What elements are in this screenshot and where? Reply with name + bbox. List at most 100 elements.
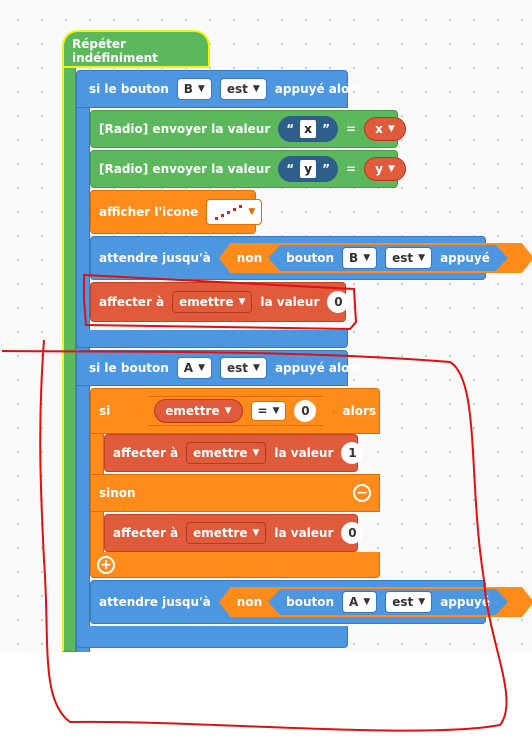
chevron-down-icon: ▼ — [363, 253, 371, 263]
wait-a-label: attendre jusqu'à — [99, 595, 211, 609]
forever-hat-block[interactable]: Répéter indéfiniment — [62, 30, 210, 68]
if-a-footer — [76, 626, 348, 648]
remove-else-minus-icon[interactable]: − — [353, 484, 371, 502]
chevron-down-icon: ▼ — [248, 207, 256, 217]
if-a-arm — [76, 384, 90, 652]
set1-label: affecter à — [113, 446, 179, 460]
set-emettre-0-block-2[interactable]: affecter à emettre ▼ la valeur 0 — [104, 514, 364, 552]
inner-if-label: si — [99, 404, 111, 418]
set0-value-input[interactable]: 0 — [341, 522, 364, 544]
radio-x-label: [Radio] envoyer la valeur — [99, 122, 271, 136]
chevron-down-icon: ▼ — [198, 363, 205, 373]
chevron-down-icon: ▼ — [363, 597, 371, 607]
var-y-dropdown[interactable]: y ▼ — [364, 157, 406, 181]
chevron-down-icon: ▼ — [252, 84, 260, 94]
value-label: la valeur — [260, 295, 320, 309]
then-a-label: appuyé alors — [274, 361, 363, 375]
string-x-value[interactable]: x — [300, 120, 317, 138]
not-b-label: non — [236, 251, 263, 265]
then-b-label: appuyé alors — [274, 82, 363, 96]
inner-if-arm — [90, 432, 104, 478]
string-y-input[interactable]: “ y ” — [278, 156, 339, 182]
compare-value-input[interactable]: 0 — [294, 400, 316, 422]
state-dropdown[interactable]: est ▼ — [219, 78, 267, 100]
string-x-input[interactable]: “ x ” — [278, 116, 339, 142]
add-else-plus-icon[interactable]: + — [97, 555, 115, 574]
wait-b-label: attendre jusqu'à — [99, 251, 211, 265]
else-label: sinon — [99, 486, 136, 500]
if-button-b-block[interactable]: si le bouton B ▼ est ▼ appuyé alors — [76, 70, 362, 108]
quote-open-icon: “ — [286, 122, 295, 136]
led-icon-dropdown[interactable]: ▼ — [206, 199, 263, 225]
equals-label: = — [346, 162, 357, 176]
chevron-down-icon: ▼ — [252, 528, 260, 538]
wait-state-b-dropdown[interactable]: est ▼ — [385, 247, 432, 269]
chevron-down-icon: ▼ — [253, 363, 260, 373]
show-icon-block[interactable]: afficher l'icone ▼ — [90, 190, 263, 234]
quote-close-icon: ” — [322, 162, 331, 176]
var-x-dropdown[interactable]: x ▼ — [364, 117, 406, 141]
inner-else-arm — [90, 510, 104, 554]
forever-arm — [62, 66, 76, 652]
workspace-canvas[interactable]: Répéter indéfiniment si le bouton B ▼ es… — [0, 0, 532, 652]
wait-button-b-dropdown[interactable]: B ▼ — [342, 247, 377, 269]
set0-var-dropdown[interactable]: emettre ▼ — [186, 522, 267, 544]
emettre-var-dropdown[interactable]: emettre ▼ — [172, 291, 253, 313]
inner-then-label: alors — [342, 404, 376, 418]
button-word-a-label: bouton — [286, 595, 335, 609]
button-word-label: bouton — [286, 251, 335, 265]
set0-value-label: la valeur — [274, 526, 334, 540]
string-y-value[interactable]: y — [300, 160, 317, 178]
button-b-dropdown[interactable]: B ▼ — [176, 78, 212, 100]
operator-dropdown[interactable]: = ▼ — [251, 401, 287, 421]
forever-label: Répéter indéfiniment — [72, 37, 158, 65]
quote-close-icon: ” — [322, 122, 331, 136]
chevron-down-icon: ▼ — [418, 253, 426, 263]
if-b-footer — [76, 330, 348, 348]
wait-state-a-dropdown[interactable]: est ▼ — [385, 591, 432, 613]
set1-value-label: la valeur — [274, 446, 334, 460]
value-0-input[interactable]: 0 — [327, 291, 350, 313]
wait-button-a-dropdown[interactable]: A ▼ — [342, 591, 377, 613]
button-a-dropdown[interactable]: A ▼ — [176, 357, 212, 379]
compare-condition[interactable]: emettre ▼ = ▼ 0 — [136, 396, 334, 426]
not-a-operator[interactable]: non bouton A ▼ est ▼ appuyé — [219, 587, 532, 617]
set1-value-input[interactable]: 1 — [341, 442, 364, 464]
if-b-arm — [76, 106, 90, 350]
chevron-down-icon: ▼ — [224, 406, 232, 416]
pressed-a-label: appuyé — [440, 595, 490, 609]
chevron-down-icon: ▼ — [238, 297, 246, 307]
set-emettre-1-block[interactable]: affecter à emettre ▼ la valeur 1 — [104, 434, 364, 472]
if-b-label: si le bouton — [89, 82, 169, 96]
not-b-operator[interactable]: non bouton B ▼ est ▼ appuyé — [219, 243, 532, 273]
set-label: affecter à — [99, 295, 165, 309]
chevron-down-icon: ▼ — [272, 406, 280, 416]
compare-emettre-dropdown[interactable]: emettre ▼ — [154, 399, 242, 423]
show-icon-label: afficher l'icone — [99, 205, 199, 219]
else-row: sinon − — [90, 474, 380, 512]
radio-send-x-block[interactable]: [Radio] envoyer la valeur “ x ” = x ▼ — [90, 110, 406, 148]
chevron-down-icon: ▼ — [252, 448, 260, 458]
radio-y-label: [Radio] envoyer la valeur — [99, 162, 271, 176]
inner-if-footer: + — [90, 552, 380, 578]
pressed-label: appuyé — [440, 251, 490, 265]
set0-label: affecter à — [113, 526, 179, 540]
wait-until-a-block[interactable]: attendre jusqu'à non bouton A ▼ est ▼ ap… — [90, 580, 486, 624]
equals-label: = — [346, 122, 357, 136]
wait-until-b-block[interactable]: attendre jusqu'à non bouton B ▼ est ▼ ap… — [90, 236, 486, 280]
radio-send-y-block[interactable]: [Radio] envoyer la valeur “ y ” = y ▼ — [90, 150, 406, 188]
button-b-pressed-condition[interactable]: bouton B ▼ est ▼ appuyé — [268, 245, 508, 271]
if-a-label: si le bouton — [89, 361, 169, 375]
not-a-label: non — [236, 595, 263, 609]
button-a-pressed-condition[interactable]: bouton A ▼ est ▼ appuyé — [268, 589, 508, 615]
state-a-dropdown[interactable]: est ▼ — [219, 357, 267, 379]
chevron-down-icon: ▼ — [387, 124, 395, 134]
if-button-a-block[interactable]: si le bouton A ▼ est ▼ appuyé alors — [76, 350, 362, 386]
set-emettre-0-block-1[interactable]: affecter à emettre ▼ la valeur 0 — [90, 282, 350, 322]
chevron-down-icon: ▼ — [418, 597, 426, 607]
quote-open-icon: “ — [286, 162, 295, 176]
chevron-down-icon: ▼ — [197, 84, 205, 94]
inner-if-block[interactable]: si emettre ▼ = ▼ 0 alors — [90, 388, 380, 434]
set1-var-dropdown[interactable]: emettre ▼ — [186, 442, 267, 464]
chevron-down-icon: ▼ — [387, 164, 395, 174]
